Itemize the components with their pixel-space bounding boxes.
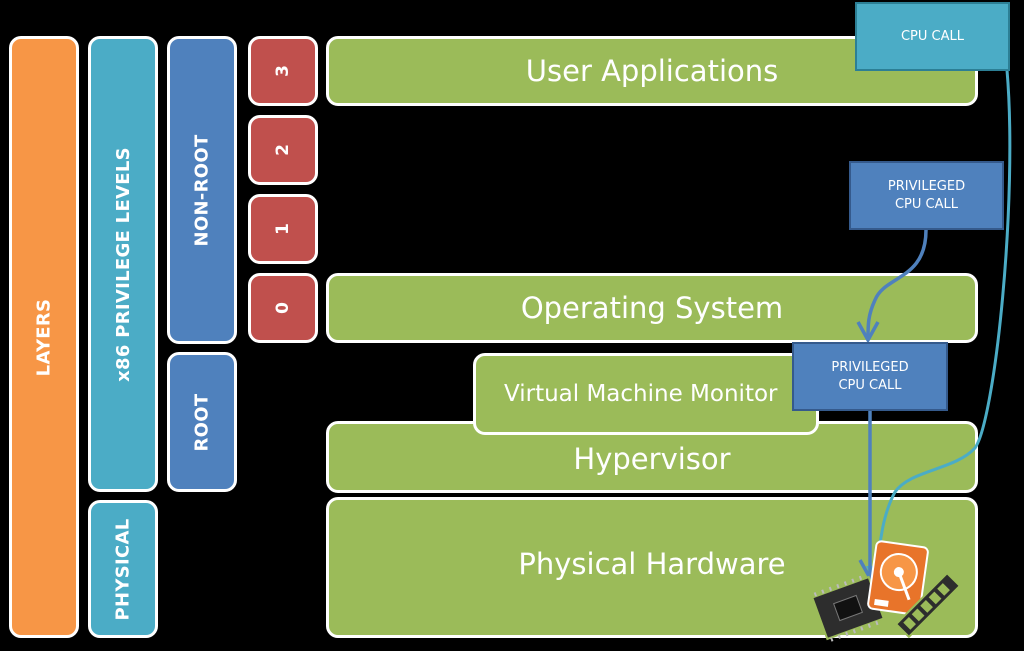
hard-drive-icon: [867, 540, 929, 616]
privileged-call-vmm-line1: PRIVILEGED: [831, 359, 909, 375]
privilege-levels-column: x86 PRIVILEGE LEVELS: [88, 36, 158, 492]
privileged-call-arrow-os-head: [856, 321, 880, 344]
cpu-call-label: CPU CALL: [900, 28, 965, 44]
privileged-cpu-call-callout-vmm: PRIVILEGED CPU CALL: [792, 342, 948, 411]
privileged-call-vmm-line2: CPU CALL: [838, 377, 902, 393]
layers-column: LAYERS: [9, 36, 79, 638]
virtual-machine-monitor-label: Virtual Machine Monitor: [504, 381, 778, 407]
ring-2: 2: [248, 115, 318, 185]
ring-1: 1: [248, 194, 318, 264]
operating-system-label: Operating System: [520, 291, 784, 325]
physical-column: PHYSICAL: [88, 500, 158, 638]
privileged-call-arrow-os: [866, 229, 928, 339]
root-column: ROOT: [167, 352, 237, 492]
privileged-call-top-line1: PRIVILEGED: [887, 178, 966, 194]
ring-3: 3: [248, 36, 318, 106]
cpu-chip-icon: [811, 575, 885, 642]
user-applications-label: User Applications: [525, 54, 779, 88]
cpu-call-callout: CPU CALL: [855, 2, 1010, 71]
ring-0: 0: [248, 273, 318, 343]
non-root-column: NON-ROOT: [167, 36, 237, 344]
virtual-machine-monitor-layer: Virtual Machine Monitor: [473, 353, 819, 435]
privileged-call-top-line2: CPU CALL: [894, 196, 959, 212]
memory-module-icon: [894, 571, 962, 639]
cpu-call-arrow: [866, 69, 1012, 590]
privileged-cpu-call-callout-top: PRIVILEGED CPU CALL: [849, 161, 1004, 230]
hypervisor-label: Hypervisor: [573, 442, 731, 476]
physical-hardware-label: Physical Hardware: [518, 546, 786, 581]
